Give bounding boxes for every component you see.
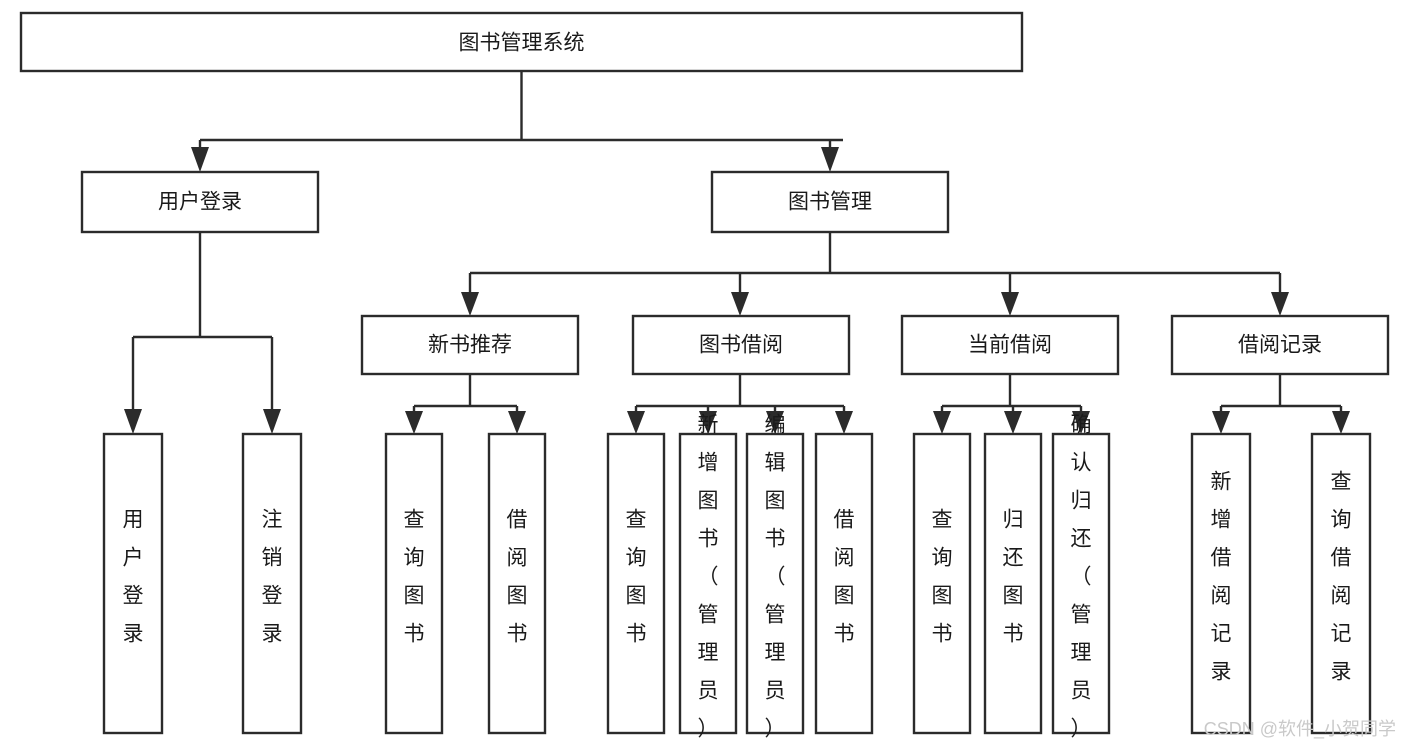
node-borrow-record-label: 借阅记录	[1238, 334, 1322, 357]
node-leaf-borrow-book-2[interactable]: 借阅图书	[814, 432, 874, 735]
arrow-head-leaf-add-record	[1212, 411, 1230, 434]
arrow-head-leaf-return-book	[1004, 411, 1022, 434]
node-root[interactable]: 图书管理系统	[19, 11, 1024, 73]
node-leaf-edit-book-label: 编辑图书（管理员）	[765, 414, 786, 741]
node-leaf-return-book-label: 归还图书	[1003, 509, 1024, 646]
node-leaf-add-book-box[interactable]	[678, 432, 738, 735]
node-leaf-add-record-box[interactable]	[1190, 432, 1252, 735]
node-current-borrow-label: 当前借阅	[968, 334, 1052, 357]
node-root-label: 图书管理系统	[459, 32, 585, 55]
node-leaf-logout-label: 注销登录	[262, 509, 283, 646]
arrow-head-borrow-record	[1271, 292, 1289, 316]
node-user-login[interactable]: 用户登录	[80, 170, 320, 234]
node-leaf-user-login-box[interactable]	[102, 432, 164, 735]
node-leaf-query-book-3[interactable]: 查询图书	[912, 432, 972, 735]
arrow-head-leaf-query-record	[1332, 411, 1350, 434]
node-leaf-borrow-book-2-label: 借阅图书	[834, 509, 855, 646]
node-leaf-confirm-return-label: 确认归还（管理员）	[1071, 414, 1092, 741]
node-book-management-box[interactable]	[710, 170, 950, 234]
arrow-head-new-book-recommend	[461, 292, 479, 316]
node-borrow-record[interactable]: 借阅记录	[1170, 314, 1390, 376]
arrow-head-leaf-edit-book	[766, 411, 784, 434]
node-borrow-record-box[interactable]	[1170, 314, 1390, 376]
node-leaf-borrow-book-1-label: 借阅图书	[507, 509, 528, 646]
arrow-head-leaf-query-book-3	[933, 411, 951, 434]
node-leaf-logout-box[interactable]	[241, 432, 303, 735]
node-root-box[interactable]	[19, 11, 1024, 73]
node-current-borrow[interactable]: 当前借阅	[900, 314, 1120, 376]
arrow-head-leaf-logout	[263, 409, 281, 434]
node-current-borrow-box[interactable]	[900, 314, 1120, 376]
node-leaf-query-book-3-box[interactable]	[912, 432, 972, 735]
node-leaf-query-record[interactable]: 查询借阅记录	[1310, 432, 1372, 735]
node-leaf-add-record[interactable]: 新增借阅记录	[1190, 432, 1252, 735]
arrow-head-leaf-user-login	[124, 409, 142, 434]
node-leaf-borrow-book-2-box[interactable]	[814, 432, 874, 735]
node-book-management[interactable]: 图书管理	[710, 170, 950, 234]
node-leaf-user-login[interactable]: 用户登录	[102, 432, 164, 735]
node-book-borrow[interactable]: 图书借阅	[631, 314, 851, 376]
node-book-borrow-label: 图书借阅	[699, 334, 783, 357]
node-leaf-query-book-1-box[interactable]	[384, 432, 444, 735]
node-leaf-edit-book[interactable]: 编辑图书（管理员）	[745, 414, 805, 741]
node-leaf-add-book[interactable]: 新增图书（管理员）	[678, 414, 738, 741]
arrow-head-leaf-add-book	[699, 411, 717, 434]
node-leaf-query-book-2-label: 查询图书	[626, 509, 647, 646]
node-leaf-add-record-label: 新增借阅记录	[1211, 471, 1232, 684]
node-user-login-label: 用户登录	[158, 191, 242, 214]
node-leaf-query-book-2[interactable]: 查询图书	[606, 432, 666, 735]
connector-layer	[124, 71, 1350, 434]
node-leaf-query-book-1[interactable]: 查询图书	[384, 432, 444, 735]
node-book-borrow-box[interactable]	[631, 314, 851, 376]
node-leaf-add-book-label: 新增图书（管理员）	[698, 414, 719, 741]
node-user-login-box[interactable]	[80, 170, 320, 234]
node-leaf-confirm-return-box[interactable]	[1051, 432, 1111, 735]
node-leaf-user-login-label: 用户登录	[123, 509, 144, 646]
arrow-head-leaf-query-book-2	[627, 411, 645, 434]
node-leaf-query-record-label: 查询借阅记录	[1331, 471, 1352, 684]
node-leaf-query-book-1-label: 查询图书	[404, 509, 425, 646]
node-book-management-label: 图书管理	[788, 191, 872, 214]
node-leaf-query-book-2-box[interactable]	[606, 432, 666, 735]
arrow-head-book-borrow	[731, 292, 749, 316]
node-new-book-recommend[interactable]: 新书推荐	[360, 314, 580, 376]
leaf-node-layer: 用户登录 注销登录 查询图书 借阅图书 查询图书 新增图书（管理员） 编辑图书（管理员） 借阅…	[102, 414, 1372, 741]
node-leaf-logout[interactable]: 注销登录	[241, 432, 303, 735]
node-new-book-recommend-label: 新书推荐	[428, 334, 512, 357]
node-leaf-edit-book-box[interactable]	[745, 432, 805, 735]
node-leaf-return-book[interactable]: 归还图书	[983, 432, 1043, 735]
watermark-label: CSDN @软件_小贺同学	[1204, 719, 1396, 740]
arrow-head-leaf-borrow-book-2	[835, 411, 853, 434]
arrow-head-current-borrow	[1001, 292, 1019, 316]
node-leaf-query-record-box[interactable]	[1310, 432, 1372, 735]
arrow-head-book-management	[821, 147, 839, 172]
arrow-head-user-login	[191, 147, 209, 172]
node-leaf-confirm-return[interactable]: 确认归还（管理员）	[1051, 414, 1111, 741]
node-leaf-query-book-3-label: 查询图书	[932, 509, 953, 646]
node-leaf-borrow-book-1[interactable]: 借阅图书	[487, 432, 547, 735]
node-leaf-borrow-book-1-box[interactable]	[487, 432, 547, 735]
arrow-head-leaf-confirm-return	[1072, 411, 1090, 434]
arrow-head-leaf-borrow-book-1	[508, 411, 526, 434]
node-new-book-recommend-box[interactable]	[360, 314, 580, 376]
arrow-head-leaf-query-book-1	[405, 411, 423, 434]
node-leaf-return-book-box[interactable]	[983, 432, 1043, 735]
